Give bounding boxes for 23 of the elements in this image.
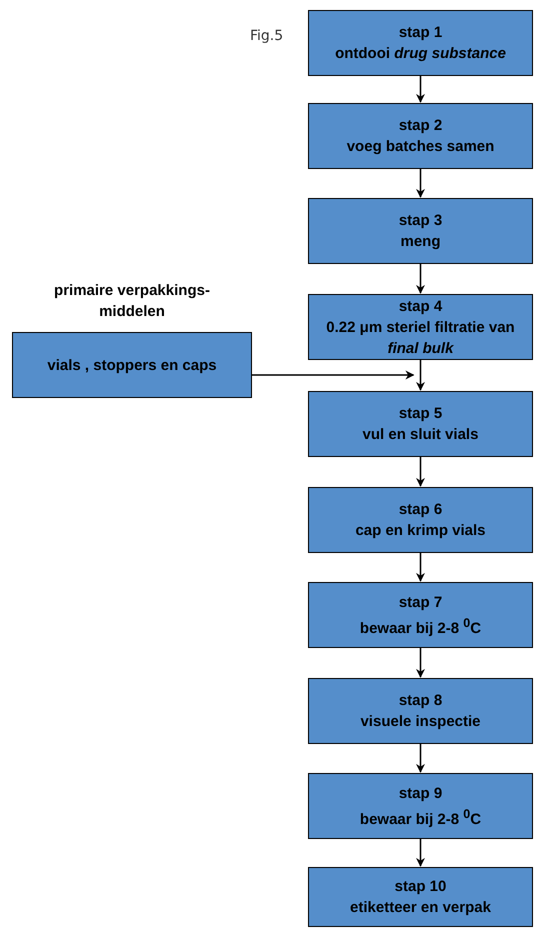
- process-box: stap 2 voeg batches samen: [308, 103, 533, 169]
- arrow: [416, 360, 425, 391]
- process-box: stap 7 bewaar bij 2-8 $^{0}$C: [308, 582, 533, 648]
- arrow: [416, 457, 425, 487]
- arrow: [252, 370, 414, 380]
- heading: primaire verpakkings- middelen: [53, 281, 211, 322]
- arrow: [416, 553, 425, 582]
- process-box: stap 10 etiketteer en verpak: [308, 867, 533, 927]
- process-box: stap 1 ontdooi drug substance: [308, 10, 533, 76]
- process-box: stap 5 vul en sluit vials: [308, 391, 533, 457]
- arrow: [416, 169, 425, 198]
- arrow: [416, 839, 425, 867]
- process-box: vials , stoppers en caps: [12, 332, 252, 398]
- arrow: [416, 744, 425, 773]
- process-box: stap 4 0.22 μm steriel filtratie van final bulk: [308, 294, 533, 360]
- process-box: stap 8 visuele inspectie: [308, 678, 533, 744]
- figure-label: Fig.5: [250, 28, 284, 44]
- arrow: [416, 76, 425, 103]
- arrow: [416, 264, 425, 294]
- arrow: [416, 648, 425, 678]
- process-box: stap 3 meng: [308, 198, 533, 264]
- process-box: stap 6 cap en krimp vials: [308, 487, 533, 553]
- process-box: stap 9 bewaar bij 2-8 $^{0}$C: [308, 773, 533, 839]
